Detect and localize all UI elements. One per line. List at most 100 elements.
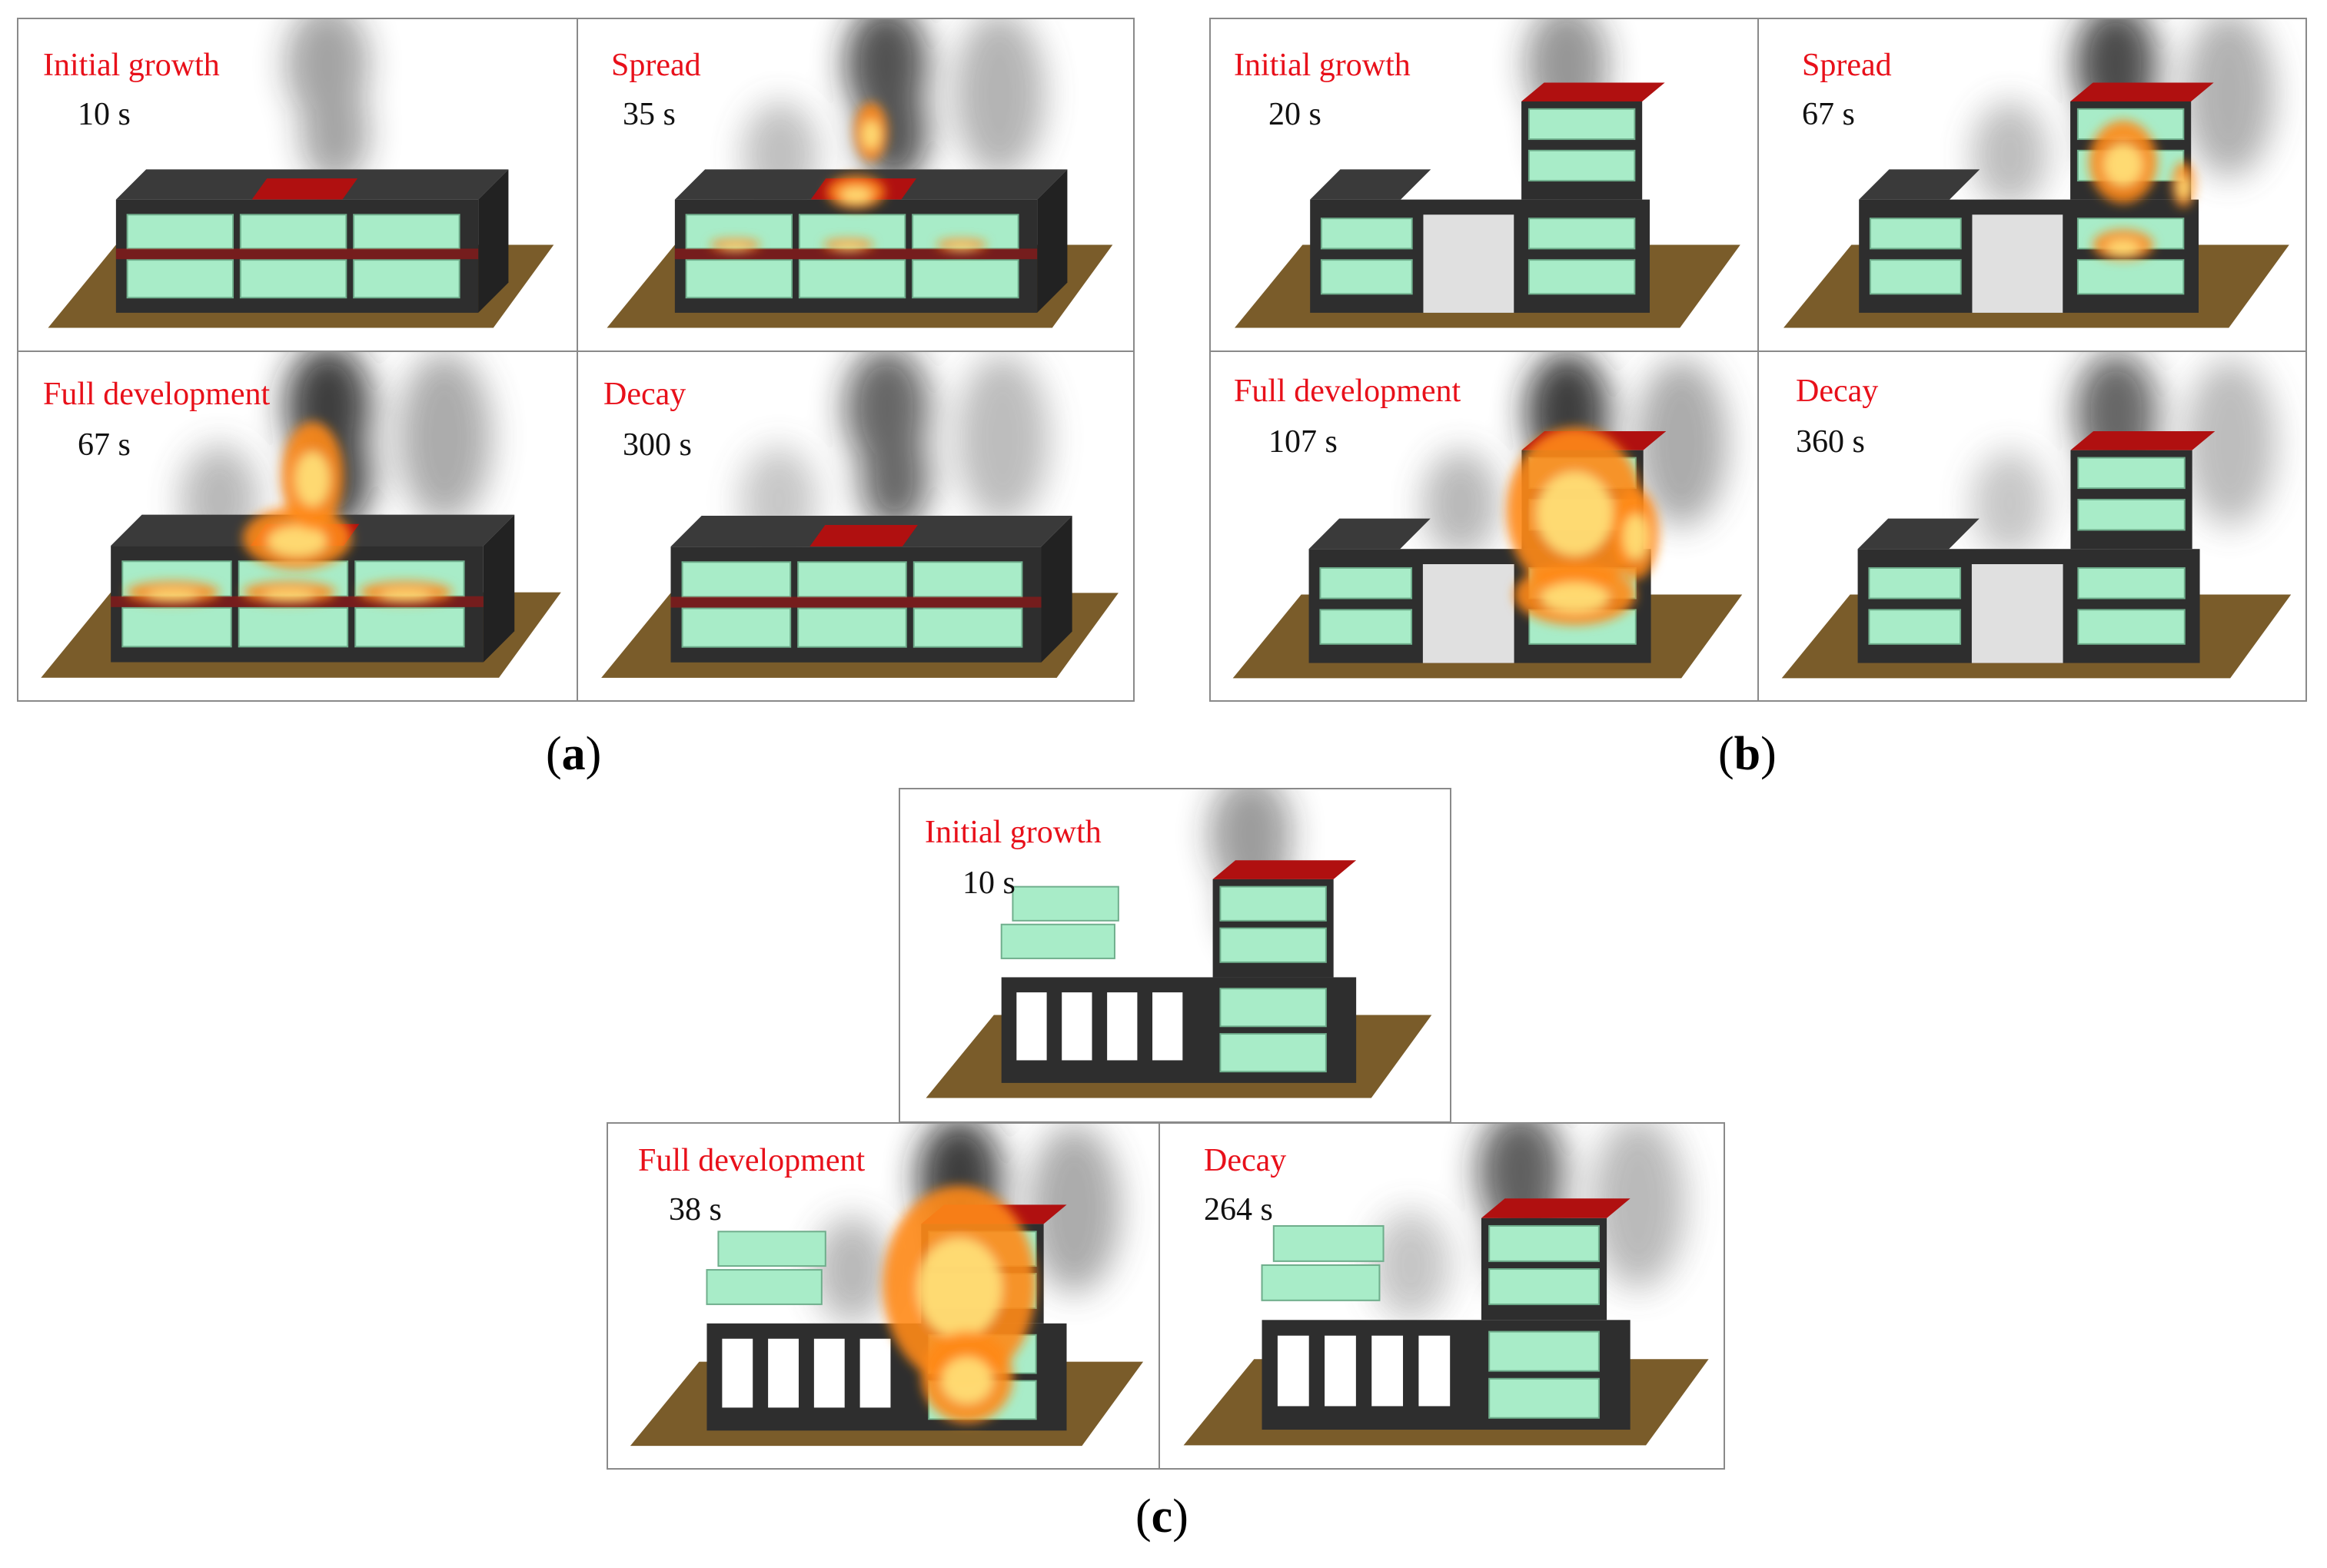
module-unit	[912, 259, 1019, 299]
panel-b-initial-growth: Initial growth 20 s	[1210, 18, 1757, 350]
open-bay	[1423, 214, 1514, 313]
module-unit	[1319, 609, 1413, 645]
caption-letter: a	[561, 728, 586, 780]
time-label: 35 s	[623, 97, 676, 132]
fire-simulation-render	[1232, 352, 1743, 679]
fire-flames	[883, 1185, 1036, 1423]
module-unit	[2077, 566, 2186, 600]
module-unit	[121, 606, 232, 648]
module-unit	[913, 607, 1023, 648]
module-unit	[1488, 1377, 1600, 1419]
module-unit	[1219, 885, 1327, 922]
hot-layer	[674, 248, 1038, 260]
roof	[1310, 169, 1431, 200]
open-bay	[1107, 992, 1138, 1061]
stage-label: Initial growth	[925, 815, 1102, 850]
module-unit	[1868, 566, 1962, 600]
module-unit	[1528, 149, 1636, 182]
fire-simulation-render	[1783, 18, 2289, 328]
open-bay	[722, 1338, 753, 1408]
module-unit	[1869, 218, 1962, 250]
time-label: 67 s	[78, 427, 131, 463]
structure-side	[483, 514, 515, 663]
caption-b: (b)	[1718, 728, 1777, 780]
open-bay	[768, 1338, 799, 1408]
divider	[577, 18, 578, 702]
caption-c: (c)	[1135, 1490, 1188, 1543]
module-unit	[1219, 988, 1327, 1028]
module-unit	[1319, 566, 1413, 600]
panel-b-decay: Decay 360 s	[1759, 352, 2306, 701]
module-unit	[913, 561, 1023, 598]
caption-letter: c	[1151, 1490, 1173, 1543]
module-unit	[1261, 1264, 1381, 1301]
panel-c-full-development: Full development 38 s	[607, 1123, 1159, 1469]
fire-flames	[710, 102, 987, 251]
module-unit	[1528, 259, 1636, 295]
open-bay	[1062, 992, 1092, 1061]
hot-roof-opening	[809, 525, 918, 547]
hot-roof	[1212, 860, 1357, 879]
module-unit	[1012, 885, 1119, 922]
module-unit	[1488, 1268, 1600, 1305]
module-unit	[681, 607, 792, 648]
hot-layer	[115, 248, 479, 260]
module-unit	[2077, 498, 2186, 531]
stage-label: Spread	[611, 48, 701, 83]
module-unit	[2077, 457, 2186, 490]
module-unit	[1272, 1224, 1385, 1262]
time-label: 20 s	[1268, 97, 1321, 132]
module-unit	[797, 561, 907, 598]
stage-label: Decay	[603, 377, 686, 412]
module-unit	[239, 259, 347, 299]
module-unit	[2076, 259, 2185, 295]
module-unit	[1219, 927, 1327, 963]
fire-flames	[126, 421, 453, 603]
module-unit	[685, 259, 793, 299]
stage-label: Full development	[43, 377, 271, 412]
divider	[1757, 18, 1759, 702]
fire-simulation-render	[926, 789, 1432, 1098]
structure-side	[1041, 516, 1072, 663]
hot-roof	[1481, 1198, 1631, 1218]
fire-flames	[2089, 120, 2196, 261]
module-unit	[1320, 218, 1413, 250]
open-bay	[1277, 1335, 1309, 1407]
hot-layer	[670, 596, 1042, 608]
roof	[1857, 518, 1980, 550]
time-label: 10 s	[962, 865, 1016, 901]
structure-side	[478, 169, 509, 313]
module-unit	[126, 214, 234, 250]
divider	[1209, 350, 2307, 352]
module-unit	[1528, 218, 1636, 250]
fire-flames	[1506, 427, 1659, 626]
open-bay	[1422, 564, 1514, 663]
module-unit	[1000, 923, 1115, 959]
roof	[1859, 169, 1980, 200]
panel-c-initial-growth: Initial growth 10 s	[899, 789, 1451, 1121]
stage-label: Spread	[1802, 48, 1892, 83]
module-unit	[1528, 108, 1636, 141]
panel-a-decay: Decay 300 s	[578, 352, 1134, 701]
smoke-plume	[740, 352, 1049, 555]
panel-a-initial-growth: Initial growth 10 s	[18, 18, 577, 350]
caption-a: (a)	[546, 728, 602, 780]
structure-side	[1037, 169, 1068, 313]
caption-letter: b	[1734, 728, 1761, 780]
module-unit	[239, 214, 347, 250]
module-unit	[2077, 609, 2186, 645]
stage-label: Decay	[1796, 374, 1879, 409]
stage-label: Initial growth	[43, 48, 220, 83]
module-unit	[1488, 1224, 1600, 1262]
time-label: 67 s	[1802, 97, 1855, 132]
module-unit	[798, 259, 906, 299]
module-unit	[1868, 609, 1962, 645]
time-label: 107 s	[1268, 424, 1338, 460]
module-unit	[717, 1231, 826, 1267]
module-unit	[1488, 1330, 1600, 1372]
module-unit	[797, 607, 907, 648]
module-unit	[1320, 259, 1413, 295]
stage-label: Decay	[1204, 1143, 1287, 1178]
fire-simulation-render	[601, 352, 1119, 678]
open-bay	[1152, 992, 1183, 1061]
